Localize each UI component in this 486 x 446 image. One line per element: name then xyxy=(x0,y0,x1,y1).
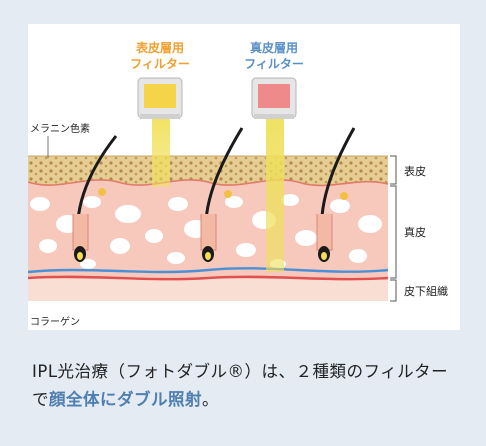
hair-follicle xyxy=(72,135,118,262)
artery xyxy=(28,275,389,281)
hair-follicle xyxy=(316,127,356,262)
subcutis-label: 皮下組織 xyxy=(404,285,448,298)
skin-diagram: 表皮層用 フィルター 真皮層用 フィルター メラニン色素 コラーゲン 表皮 真皮… xyxy=(28,40,448,328)
dermal-light-beam xyxy=(266,117,284,272)
caption-highlight: 顔全体にダブル照射 xyxy=(49,390,202,409)
collagen-label: コラーゲン xyxy=(30,316,80,328)
epidermis-label: 表皮 xyxy=(404,164,426,178)
filter-label-dermal-line1: 真皮層用 xyxy=(250,40,298,55)
dermis-label: 真皮 xyxy=(404,225,426,239)
epidermal-filter-head xyxy=(137,77,183,119)
melanin-label: メラニン色素 xyxy=(30,122,90,135)
filter-label-epidermal-line2: フィルター xyxy=(130,57,190,71)
subcutis-layer xyxy=(28,279,388,301)
caption-text-end: 。 xyxy=(202,390,219,409)
dermal-filter-head xyxy=(251,77,297,119)
illustration-card: 表皮層用 フィルター 真皮層用 フィルター メラニン色素 コラーゲン 表皮 真皮… xyxy=(28,24,460,330)
filter-label-epidermal-line1: 表皮層用 xyxy=(135,40,184,55)
hair-follicle xyxy=(200,127,244,262)
layer-bracket xyxy=(390,155,397,302)
caption-text: IPL光治療（フォトダブル®）は、２種類のフィルターで xyxy=(32,362,449,409)
epidermis-layer xyxy=(28,156,388,186)
epidermal-light-beam xyxy=(152,117,170,187)
filter-label-dermal-line2: フィルター xyxy=(244,57,304,71)
caption: IPL光治療（フォトダブル®）は、２種類のフィルターで顔全体にダブル照射。 xyxy=(32,358,462,414)
vein xyxy=(28,267,389,274)
